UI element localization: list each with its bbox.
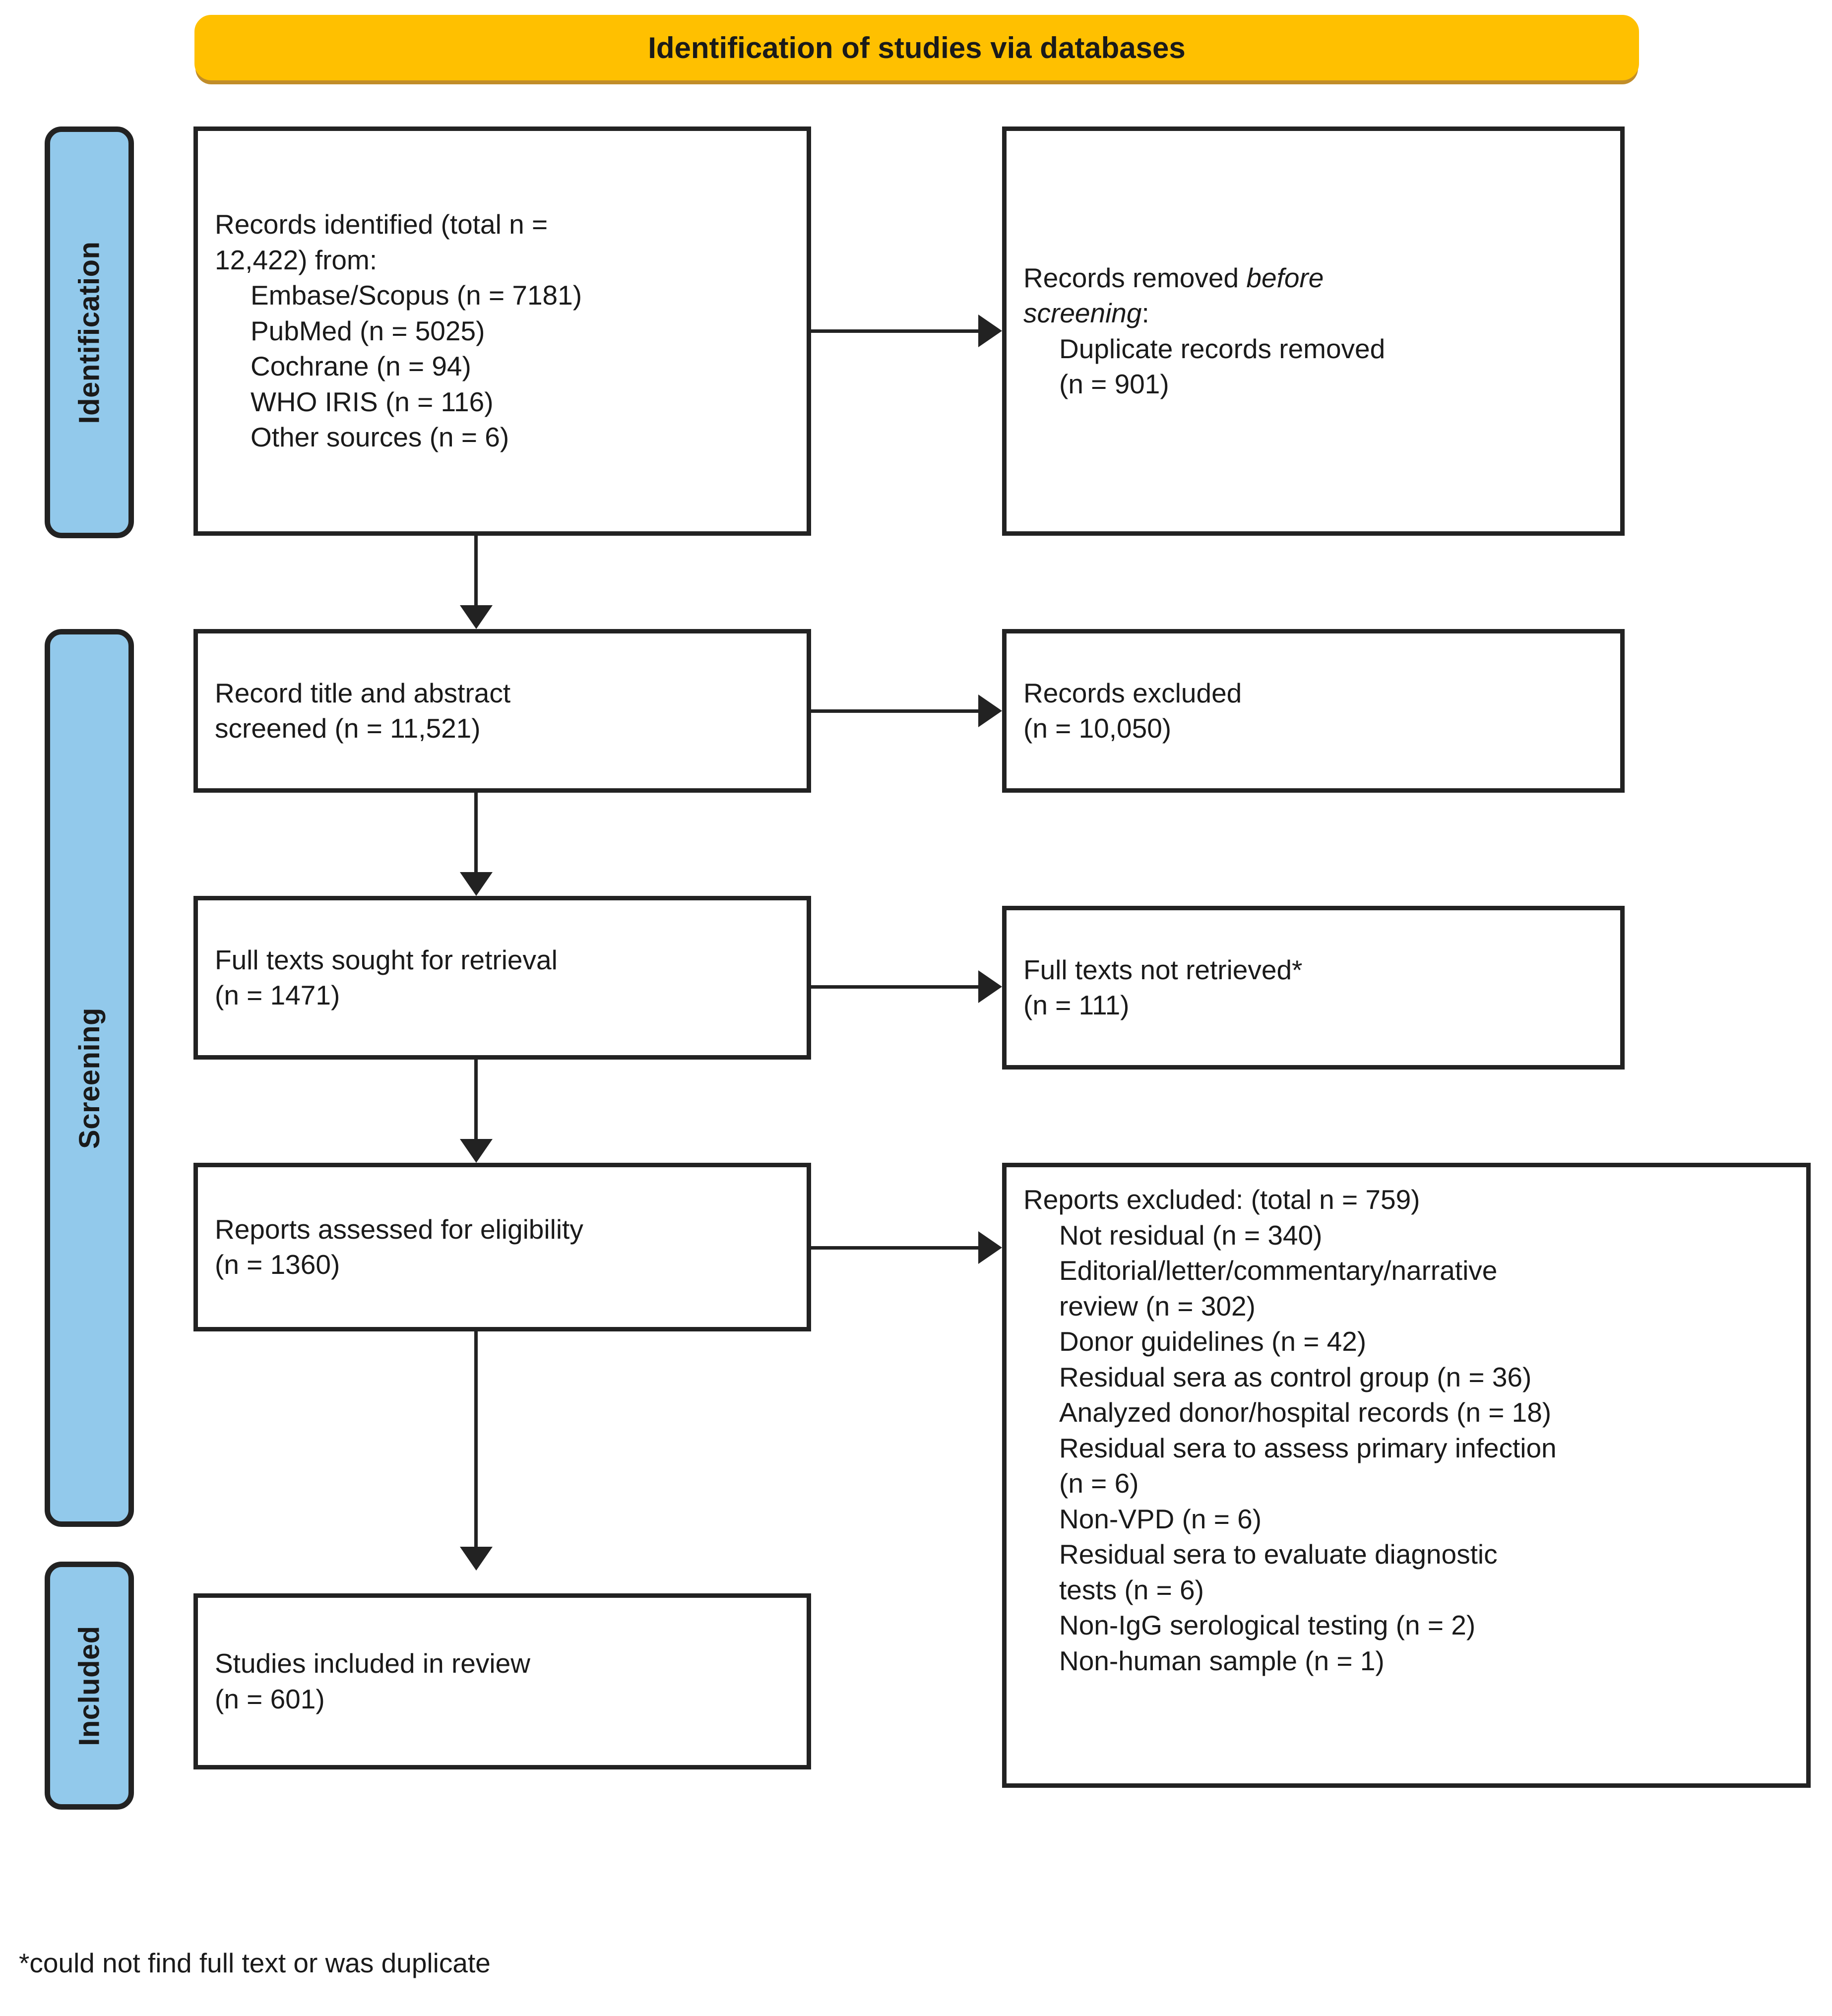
connector-arrowhead-identified-to-removed [978, 315, 1002, 347]
footnote: *could not find full text or was duplica… [19, 1948, 491, 1978]
records-excluded-line-1: Records excluded [1023, 677, 1242, 708]
reports-excluded-header: Reports excluded: (total n = 759) [1023, 1184, 1420, 1215]
reports-assessed-line-1: Reports assessed for eligibility [215, 1213, 583, 1245]
reports-assessed-line-2: (n = 1360) [215, 1249, 340, 1280]
reports-excluded-reason-not-residual: Not residual (n = 340) [1059, 1219, 1323, 1251]
studies-included-line-2: (n = 601) [215, 1683, 325, 1714]
studies-included-line-1: Studies included in review [215, 1648, 530, 1679]
records-identified-source-other: Other sources (n = 6) [251, 422, 509, 453]
box-records-excluded: Records excluded (n = 10,050) [1002, 629, 1625, 793]
title-abstract-screened-line-1: Record title and abstract [215, 677, 511, 708]
connector-line-identified-to-screened [474, 536, 478, 608]
records-removed-italic-before: before [1246, 262, 1324, 293]
reports-excluded-reason-donor-guidelines: Donor guidelines (n = 42) [1059, 1326, 1367, 1357]
reports-excluded-reason-non-human: Non-human sample (n = 1) [1059, 1645, 1385, 1676]
reports-excluded-reason-control-group: Residual sera as control group (n = 36) [1059, 1361, 1532, 1392]
records-identified-source-embase: Embase/Scopus (n = 7181) [251, 280, 582, 311]
box-records-removed: Records removed before screening: Duplic… [1002, 126, 1625, 536]
records-removed-colon: : [1141, 298, 1149, 328]
records-identified-line-1: Records identified (total n = [215, 209, 548, 240]
connector-arrowhead-assessed-to-reports-excluded [978, 1231, 1002, 1264]
box-studies-included: Studies included in review (n = 601) [193, 1593, 811, 1769]
full-texts-not-retrieved-line-1: Full texts not retrieved* [1023, 954, 1303, 985]
reports-excluded-reason-non-igg: Non-IgG serological testing (n = 2) [1059, 1610, 1476, 1640]
connector-arrowhead-screened-to-excluded [978, 694, 1002, 727]
reports-excluded-reason-editorial-1: Editorial/letter/commentary/narrative [1059, 1255, 1498, 1286]
connector-arrowhead-sought-to-not-retrieved [978, 970, 1002, 1003]
box-records-identified: Records identified (total n = 12,422) fr… [193, 126, 811, 536]
reports-excluded-reason-donor-hospital-records: Analyzed donor/hospital records (n = 18) [1059, 1397, 1552, 1428]
reports-excluded-reason-editorial-2: review (n = 302) [1059, 1290, 1256, 1322]
records-identified-source-cochrane: Cochrane (n = 94) [251, 351, 471, 382]
stage-identification: Identification [45, 126, 134, 538]
reports-excluded-reason-non-vpd: Non-VPD (n = 6) [1059, 1503, 1262, 1534]
reports-excluded-reason-diagnostic-tests-1: Residual sera to evaluate diagnostic [1059, 1539, 1498, 1570]
records-removed-prefix: Records removed [1023, 262, 1247, 293]
stage-screening: Screening [45, 629, 134, 1527]
connector-line-screened-to-excluded [811, 709, 982, 713]
connector-line-sought-to-assessed [474, 1060, 478, 1141]
full-texts-not-retrieved-line-2: (n = 111) [1023, 990, 1130, 1020]
records-identified-source-pubmed: PubMed (n = 5025) [251, 315, 485, 346]
full-texts-sought-line-1: Full texts sought for retrieval [215, 944, 558, 975]
connector-line-identified-to-removed [811, 329, 982, 333]
box-reports-excluded: Reports excluded: (total n = 759) Not re… [1002, 1163, 1811, 1788]
diagram-title: Identification of studies via databases [648, 31, 1186, 64]
connector-line-screened-to-full-texts [474, 793, 478, 875]
stage-screening-label: Screening [73, 1007, 106, 1149]
stage-included: Included [45, 1562, 134, 1810]
stage-identification-label: Identification [73, 241, 106, 424]
reports-excluded-reason-primary-infection-1: Residual sera to assess primary infectio… [1059, 1432, 1557, 1463]
records-excluded-line-2: (n = 10,050) [1023, 713, 1172, 744]
records-removed-line-2: screening: [1023, 296, 1603, 331]
records-removed-duplicate-label: Duplicate records removed [1059, 333, 1386, 364]
box-full-texts-not-retrieved: Full texts not retrieved* (n = 111) [1002, 906, 1625, 1070]
records-identified-source-who-iris: WHO IRIS (n = 116) [251, 386, 494, 417]
box-full-texts-sought: Full texts sought for retrieval (n = 147… [193, 896, 811, 1060]
connector-arrowhead-sought-to-assessed [460, 1139, 493, 1163]
reports-excluded-reason-diagnostic-tests-2: tests (n = 6) [1059, 1574, 1204, 1605]
box-title-abstract-screened: Record title and abstract screened (n = … [193, 629, 811, 793]
records-identified-line-2: 12,422) from: [215, 244, 378, 275]
connector-line-assessed-to-included [474, 1331, 478, 1550]
connector-line-assessed-to-reports-excluded [811, 1246, 982, 1250]
records-removed-duplicate-count: (n = 901) [1059, 369, 1169, 399]
connector-arrowhead-screened-to-full-texts [460, 872, 493, 896]
connector-arrowhead-assessed-to-included [460, 1547, 493, 1571]
records-removed-italic-screening: screening [1023, 298, 1142, 328]
full-texts-sought-line-2: (n = 1471) [215, 980, 340, 1010]
title-abstract-screened-line-2: screened (n = 11,521) [215, 713, 481, 744]
box-reports-assessed: Reports assessed for eligibility (n = 13… [193, 1163, 811, 1331]
connector-arrowhead-identified-to-screened [460, 605, 493, 629]
connector-line-sought-to-not-retrieved [811, 985, 982, 989]
diagram-title-banner: Identification of studies via databases [194, 15, 1639, 80]
records-removed-line-1: Records removed before [1023, 260, 1603, 296]
reports-excluded-reason-primary-infection-2: (n = 6) [1059, 1468, 1139, 1499]
stage-included-label: Included [73, 1625, 106, 1746]
